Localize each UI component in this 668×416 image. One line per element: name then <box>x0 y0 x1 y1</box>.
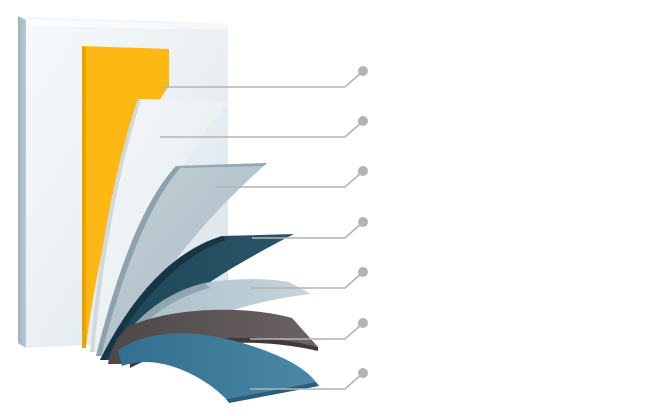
leader-line <box>252 221 364 239</box>
callout-dot <box>358 116 368 126</box>
callout-dot <box>358 217 368 227</box>
callout-dots <box>358 66 368 378</box>
leader-line <box>160 120 364 138</box>
leader-line <box>250 322 364 340</box>
layer-white-edge <box>90 99 141 352</box>
layer-light-gray-edge <box>96 166 180 356</box>
callout-dot <box>358 66 368 76</box>
layer-white <box>90 99 229 352</box>
callout-dot <box>358 267 368 277</box>
callout-dot <box>358 166 368 176</box>
callout-dot <box>358 368 368 378</box>
leader-line <box>250 372 364 390</box>
layer-yellow-edge <box>82 46 86 348</box>
leader-line <box>216 170 364 188</box>
leader-line <box>160 70 364 88</box>
callout-leaders <box>160 70 364 390</box>
layer-blue-edge <box>226 382 319 403</box>
layer-light-gray-top <box>176 163 267 168</box>
leader-line <box>250 271 364 289</box>
layer-blue <box>118 333 316 399</box>
base-panel-side <box>18 16 26 348</box>
layer-dark-teal-edge <box>100 236 226 360</box>
base-panel-edge-shade <box>26 20 228 30</box>
callout-dot <box>358 318 368 328</box>
